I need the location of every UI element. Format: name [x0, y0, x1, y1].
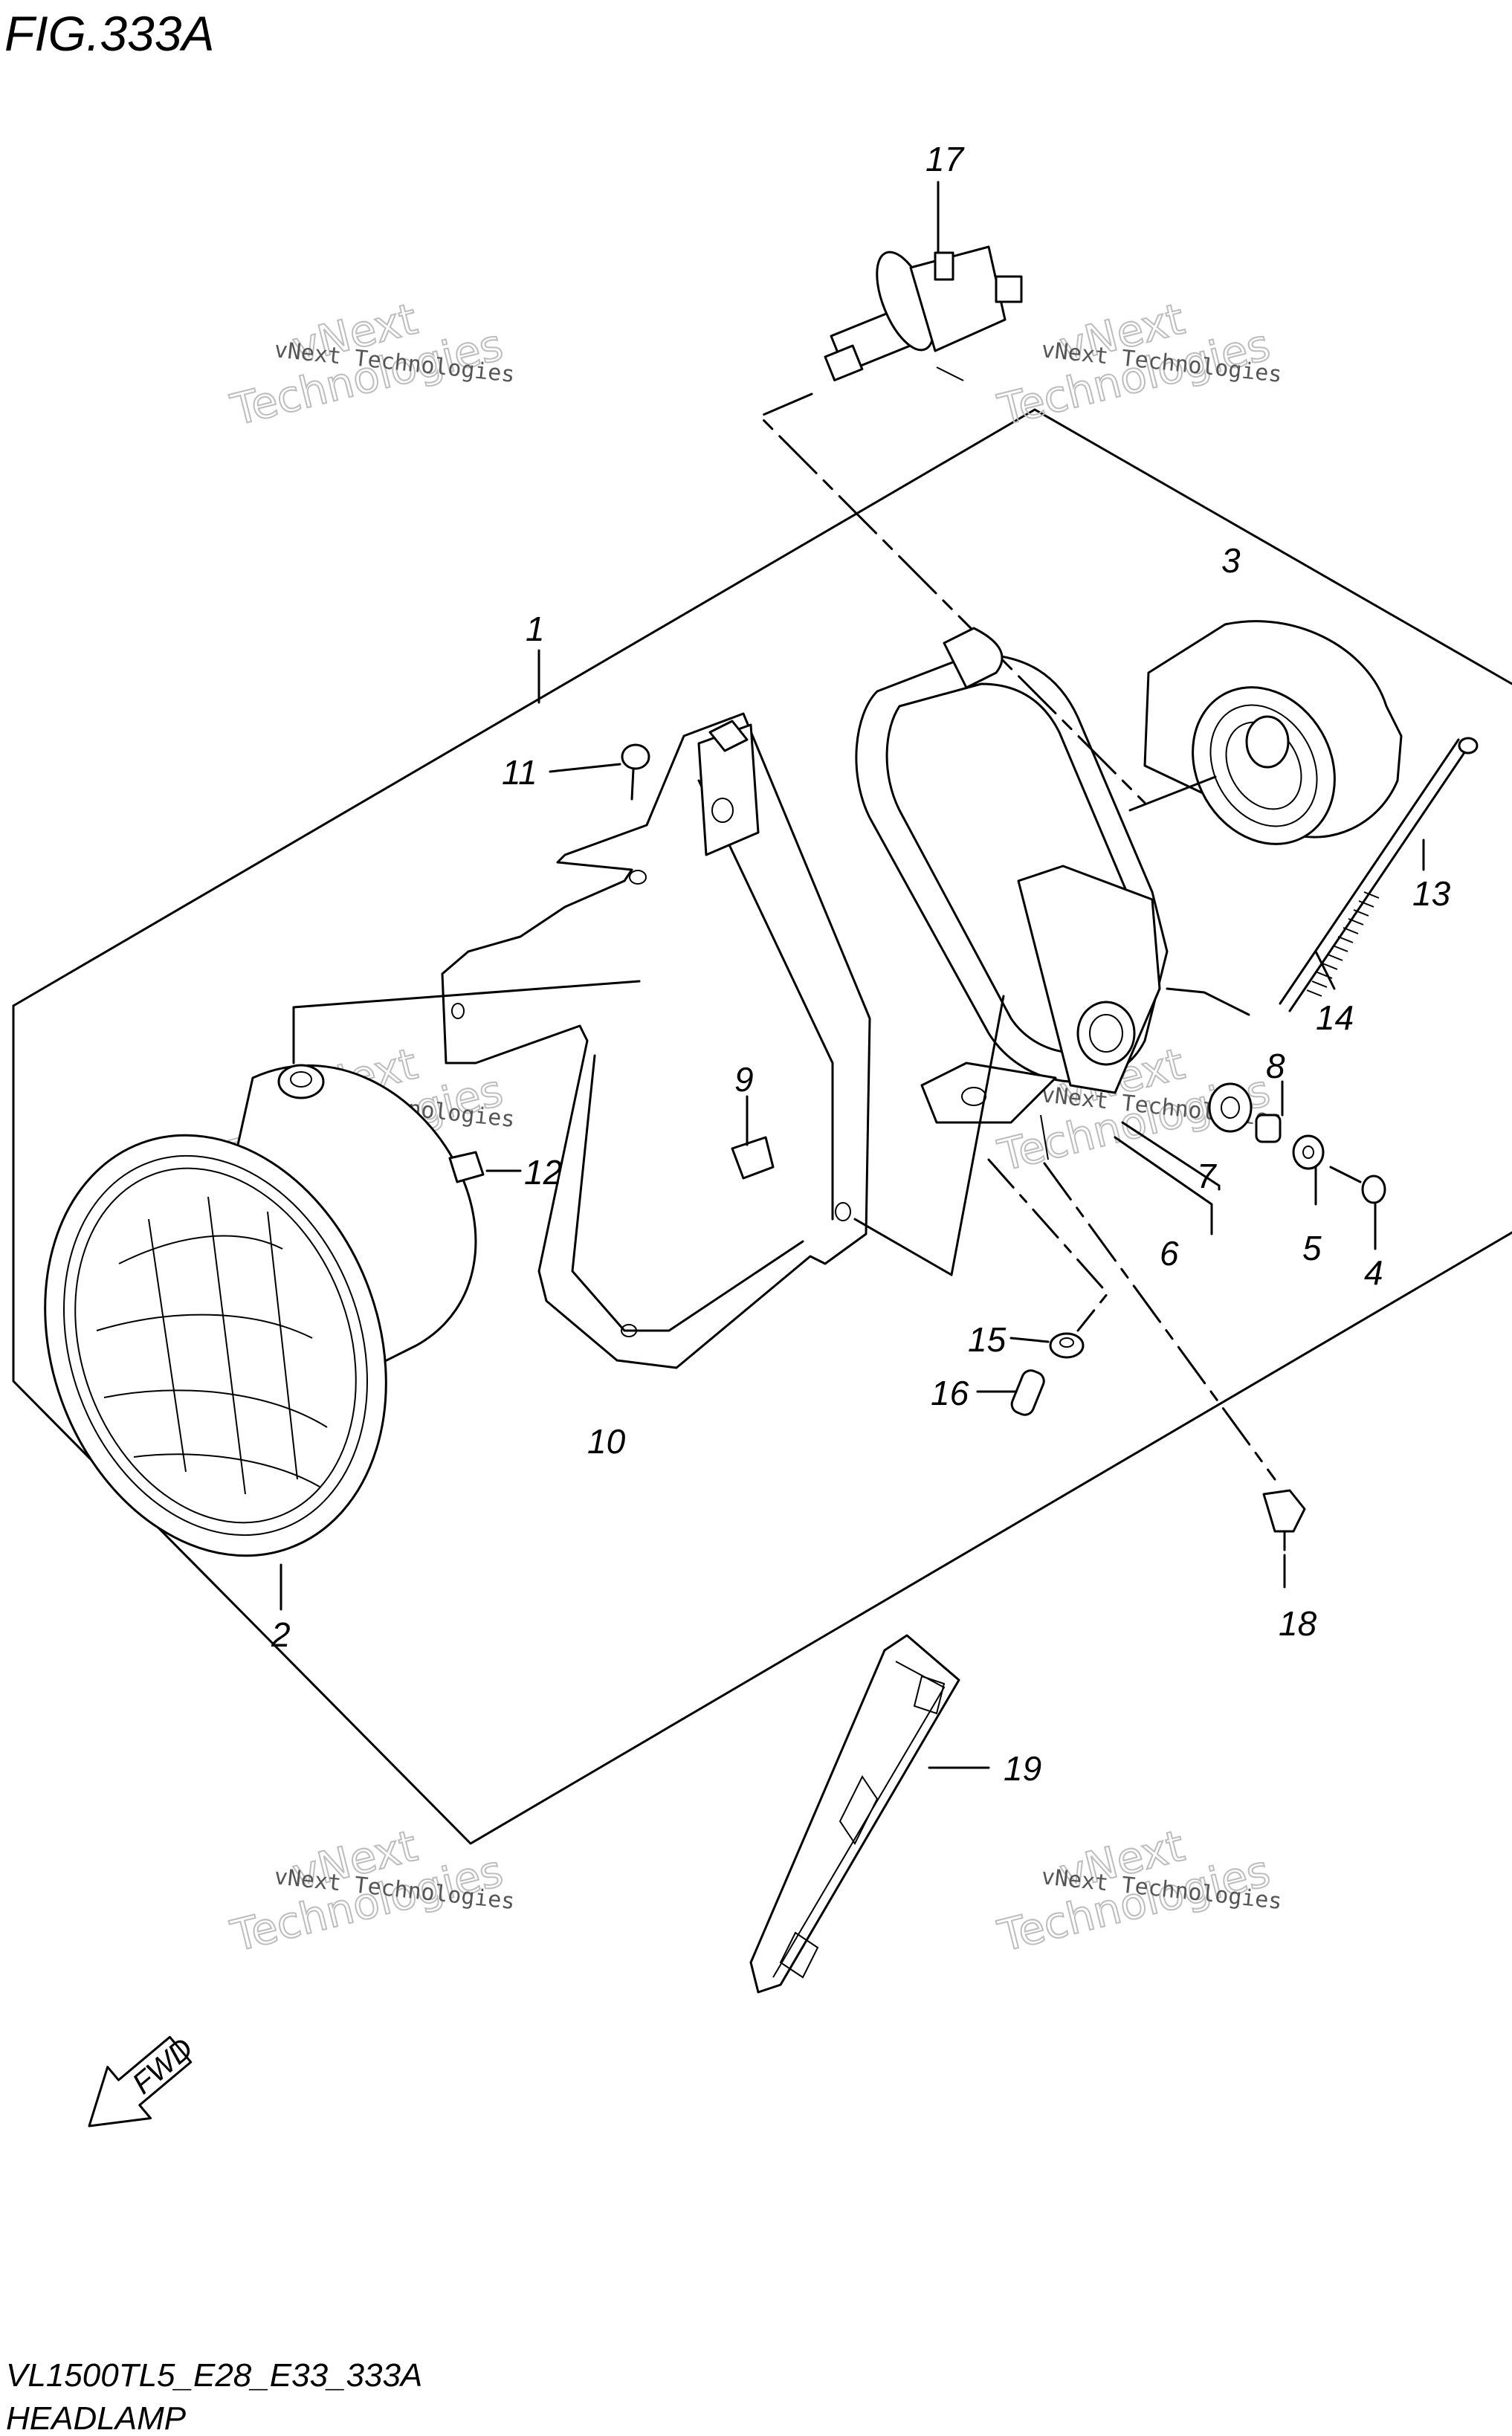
part-label-10: 10	[587, 1422, 626, 1461]
part-label-4: 4	[1364, 1253, 1383, 1292]
part-label-9: 9	[734, 1060, 754, 1099]
screw-bottom-drawing	[1262, 1489, 1306, 1551]
nut-drawing	[448, 1151, 485, 1183]
bracket-leader-line	[853, 1218, 953, 1276]
pivot-leader-line	[1114, 1136, 1213, 1235]
model-code: VL1500TL5_E28_E33_333A	[6, 2357, 422, 2394]
part-label-16: 16	[931, 1374, 969, 1412]
part-label-6: 6	[1160, 1234, 1179, 1273]
washer-drawing	[1292, 1134, 1325, 1170]
adjust-bolt-drawing	[1279, 737, 1479, 1012]
assembly-outline	[12, 408, 1512, 1007]
housing-shell-drawing	[1143, 620, 1403, 845]
bulb-leader-line	[758, 392, 1146, 804]
part-label-19: 19	[1004, 1749, 1041, 1788]
part-label-7: 7	[1197, 1157, 1217, 1195]
part-label-8: 8	[1266, 1047, 1285, 1085]
pivot-leader-line-2	[1121, 1121, 1221, 1191]
watermark-top-right: Technologies vNext vNext Technologies	[992, 293, 1283, 436]
part-label-1: 1	[526, 610, 545, 648]
mounting-bracket-drawing	[855, 627, 1169, 1160]
part-label-14: 14	[1316, 998, 1354, 1037]
part-label-18: 18	[1279, 1604, 1317, 1643]
bushing-drawing	[1208, 1082, 1282, 1143]
screw-top-drawing	[621, 743, 650, 801]
bulb-drawing	[824, 245, 1023, 382]
part-label-11: 11	[502, 753, 537, 792]
spring-tie-line	[1166, 987, 1250, 1016]
section-name: HEADLAMP	[6, 2400, 187, 2436]
part-label-2: 2	[271, 1615, 291, 1654]
grommet-drawing	[1049, 1332, 1085, 1359]
headlamp-unit-drawing	[44, 1064, 477, 1557]
part-label-5: 5	[1302, 1229, 1322, 1267]
part-label-3: 3	[1221, 541, 1241, 580]
screw-bottom-tie-line	[1043, 1162, 1276, 1481]
screw-leader-line	[549, 763, 621, 773]
bracket-leader-line-2	[950, 995, 1005, 1276]
part-label-12: 12	[524, 1153, 562, 1192]
part-label-13: 13	[1412, 874, 1451, 913]
spring-leader-line	[1314, 950, 1336, 990]
watermark-top-left: Technologies vNext vNext Technologies	[225, 293, 516, 436]
inner-bracket-drawing	[441, 712, 871, 1369]
figure-title: FIG.333A	[4, 6, 214, 61]
grommet-leader-line	[1009, 1337, 1050, 1343]
part-label-17: 17	[925, 140, 965, 178]
fwd-arrow-icon: FWD	[88, 2032, 199, 2128]
screw-side-drawing	[1329, 1166, 1386, 1204]
shell-leader-line	[1128, 775, 1217, 812]
assembly-outline-bottom	[12, 1004, 1512, 1845]
grommet-tie-line	[987, 1158, 1109, 1332]
headlamp-leader-line	[292, 980, 641, 1064]
spring-drawing	[1306, 891, 1380, 997]
reflector-drawing	[749, 1634, 960, 1994]
watermark-bottom-right: Technologies vNext vNext Technologies	[992, 1820, 1283, 1962]
collar-drawing	[1010, 1369, 1045, 1416]
part-label-15: 15	[968, 1320, 1007, 1359]
